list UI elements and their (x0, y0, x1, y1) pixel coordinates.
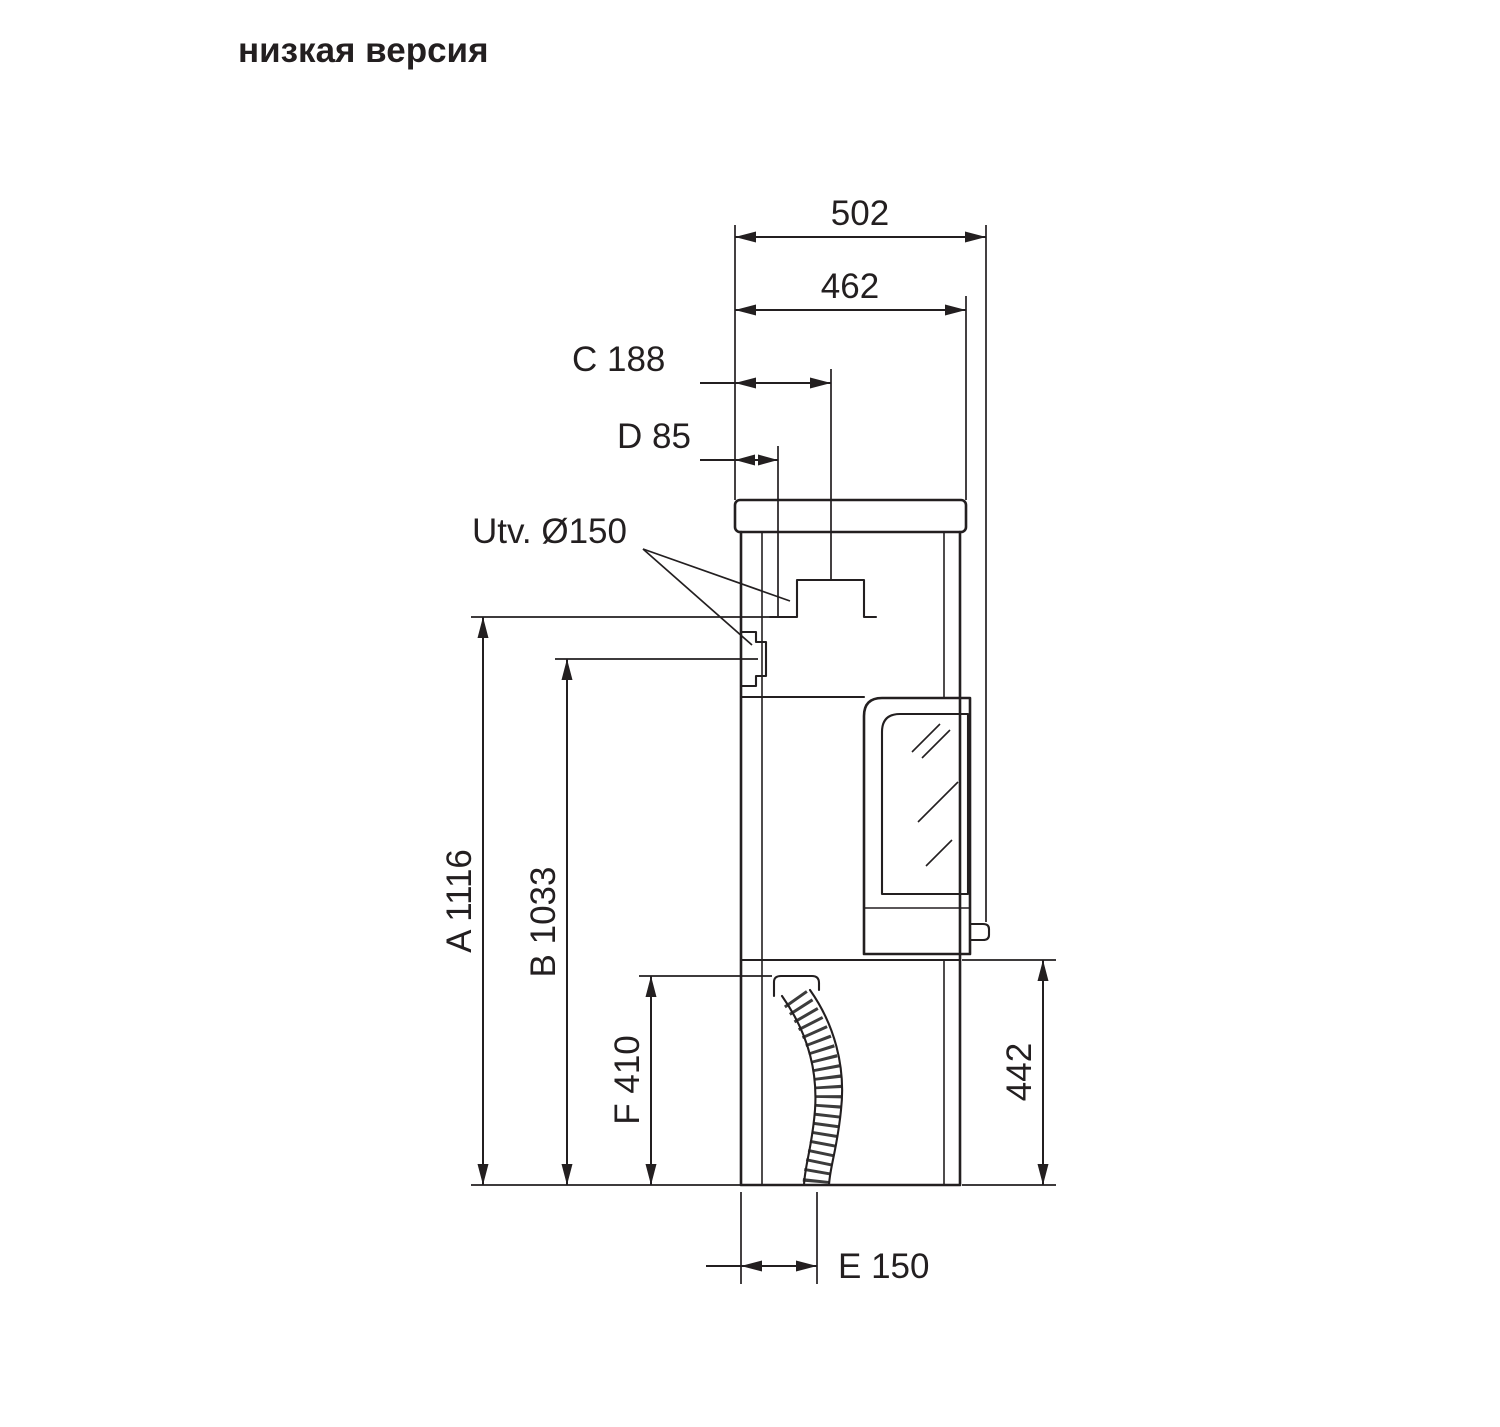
dim-label-e150: E 150 (838, 1247, 929, 1286)
top-plate (733, 498, 968, 534)
flue-top-outlet (768, 578, 878, 619)
door-glass (880, 712, 970, 896)
dim-a1116: A 1116 (440, 617, 489, 1185)
curved-duct-right-edge (808, 988, 844, 1187)
stove-drawing (733, 498, 991, 1187)
dim-502: 502 (735, 194, 986, 243)
page-title: низкая версия (238, 31, 489, 70)
curved-duct-left-edge (780, 994, 817, 1187)
panel-seams (761, 532, 945, 1185)
dim-f410: F 410 (608, 976, 657, 1185)
flue-rear-outlet (739, 630, 768, 688)
door-handle (968, 922, 991, 942)
curved-duct-hatching (783, 990, 843, 1187)
dim-label-f410: F 410 (608, 1035, 647, 1125)
dim-label-d85: D 85 (617, 417, 691, 456)
door (862, 696, 991, 956)
curved-duct (772, 974, 844, 1187)
dim-c188: C 188 (572, 340, 831, 389)
dim-462: 462 (735, 267, 966, 316)
dim-442: 442 (1000, 960, 1049, 1185)
dim-flue-diameter: Utv. Ø150 (472, 512, 791, 646)
dim-b1033: B 1033 (524, 659, 573, 1185)
dim-e150: E 150 (706, 1247, 929, 1286)
glass-reflection (911, 723, 959, 867)
section-dividers (739, 695, 962, 962)
stove-body-outline (739, 530, 962, 1187)
door-frame (862, 696, 972, 956)
dim-label-462: 462 (821, 267, 879, 306)
dim-label-a1116: A 1116 (440, 849, 479, 953)
dim-label-b1033: B 1033 (524, 867, 563, 978)
dim-label-flue: Utv. Ø150 (472, 512, 627, 551)
dim-label-c188: C 188 (572, 340, 665, 379)
dim-d85: D 85 (617, 417, 778, 466)
dim-label-502: 502 (831, 194, 889, 233)
dim-label-442: 442 (1000, 1043, 1039, 1101)
curved-duct-top (772, 974, 821, 998)
